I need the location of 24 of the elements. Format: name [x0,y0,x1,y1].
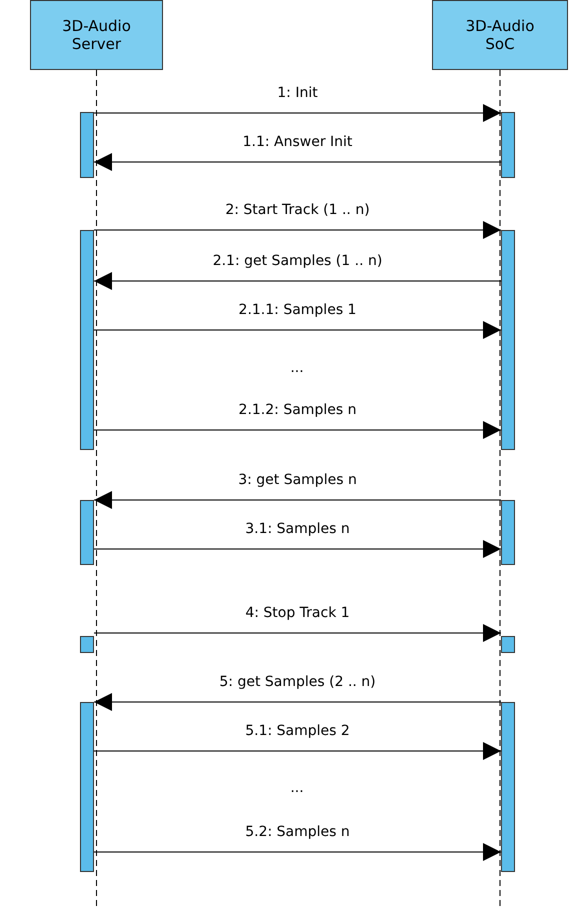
lifeline-head: 3D-Audio SoC [432,0,568,70]
message-arrow [94,421,502,439]
activation-bar [501,702,515,872]
message-arrow [94,221,502,239]
message-arrow [94,104,502,122]
message-arrow [94,540,502,558]
activation-bar [501,112,515,178]
activation-bar [80,230,94,450]
message-arrow [94,742,502,760]
lifeline-head: 3D-Audio Server [30,0,163,70]
message-arrow [94,153,502,171]
activation-bar [80,702,94,872]
activation-bar [80,636,94,653]
message-arrow [94,843,502,861]
message-arrow [94,321,502,339]
message-arrow [94,624,502,642]
message-arrow [94,272,502,290]
activation-bar [80,500,94,565]
message-arrow [94,693,502,711]
activation-bar [501,500,515,565]
message-arrow [94,491,502,509]
activation-bar [80,112,94,178]
activation-bar [501,230,515,450]
activation-bar [501,636,515,653]
